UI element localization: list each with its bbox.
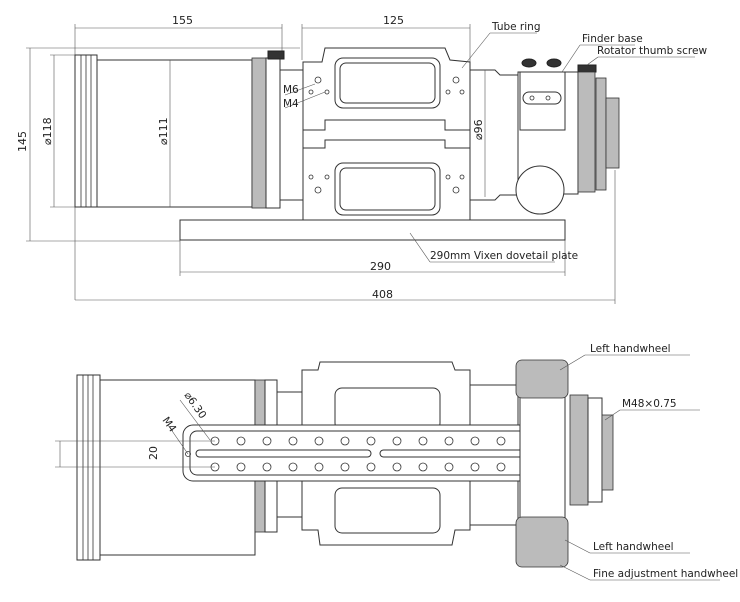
plate-hole bbox=[288, 462, 298, 472]
plate-hole bbox=[314, 462, 324, 472]
plate-hole bbox=[262, 462, 272, 472]
mounting-holes bbox=[308, 76, 465, 194]
dim-dia-118: ⌀118 bbox=[41, 117, 54, 145]
plate-hole bbox=[340, 436, 350, 446]
rotator-thumb-screw bbox=[577, 64, 597, 73]
label-m48-thread: M48×0.75 bbox=[622, 398, 677, 410]
plate-hole bbox=[392, 462, 402, 472]
label-dovetail-plate: 290mm Vixen dovetail plate bbox=[430, 250, 578, 262]
plate-hole bbox=[470, 462, 480, 472]
plate-hole bbox=[314, 436, 324, 446]
plate-hole bbox=[366, 462, 376, 472]
tube-ring bbox=[302, 47, 471, 221]
label-finder-base: Finder base bbox=[582, 33, 643, 45]
plate-hole bbox=[236, 436, 246, 446]
focuser-bottom bbox=[515, 359, 614, 568]
dovetail-plate-bottom bbox=[182, 424, 561, 482]
plate-hole bbox=[236, 462, 246, 472]
plate-hole bbox=[444, 462, 454, 472]
dim-408: 408 bbox=[372, 288, 393, 301]
plate-hole bbox=[340, 462, 350, 472]
focus-knob bbox=[515, 165, 565, 215]
leader-lines-bottom bbox=[55, 354, 720, 581]
label-fine-adjustment-handwheel: Fine adjustment handwheel bbox=[593, 568, 738, 580]
label-tube-ring: Tube ring bbox=[491, 21, 541, 33]
label-left-handwheel-top: Left handwheel bbox=[590, 343, 671, 355]
plate-hole bbox=[418, 436, 428, 446]
plate-hole bbox=[392, 436, 402, 446]
plate-hole bbox=[418, 462, 428, 472]
plate-hole bbox=[262, 436, 272, 446]
dim-dia-96: ⌀96 bbox=[472, 119, 485, 140]
plate-hole bbox=[496, 436, 506, 446]
top-view: 155 125 145 ⌀118 290 408 bbox=[16, 14, 707, 304]
label-m6: M6 bbox=[283, 84, 299, 96]
dim-20: 20 bbox=[147, 446, 160, 460]
label-m4: M4 bbox=[283, 98, 299, 110]
focuser bbox=[469, 58, 620, 215]
dim-145: 145 bbox=[16, 131, 29, 152]
left-handwheel-top bbox=[515, 359, 569, 399]
dovetail-plate bbox=[179, 219, 566, 241]
leader-lines bbox=[284, 32, 695, 263]
dim-155: 155 bbox=[172, 14, 193, 27]
dim-125: 125 bbox=[383, 14, 404, 27]
dim-290: 290 bbox=[370, 260, 391, 273]
label-rotator-thumb-screw: Rotator thumb screw bbox=[597, 45, 707, 57]
dim-dia-111: ⌀111 bbox=[157, 117, 170, 145]
plate-hole bbox=[288, 436, 298, 446]
plate-hole bbox=[444, 436, 454, 446]
optical-tube bbox=[74, 50, 304, 209]
plate-hole bbox=[366, 436, 376, 446]
inner-dimension-lines bbox=[169, 60, 486, 207]
plate-hole bbox=[470, 436, 480, 446]
left-handwheel-bottom bbox=[515, 516, 569, 568]
label-left-handwheel-bottom: Left handwheel bbox=[593, 541, 674, 553]
bottom-view: 20 ⌀6.30 M4 Left handwheel M48×0.75 Left… bbox=[55, 343, 738, 581]
plate-hole bbox=[496, 462, 506, 472]
slot bbox=[195, 449, 372, 458]
